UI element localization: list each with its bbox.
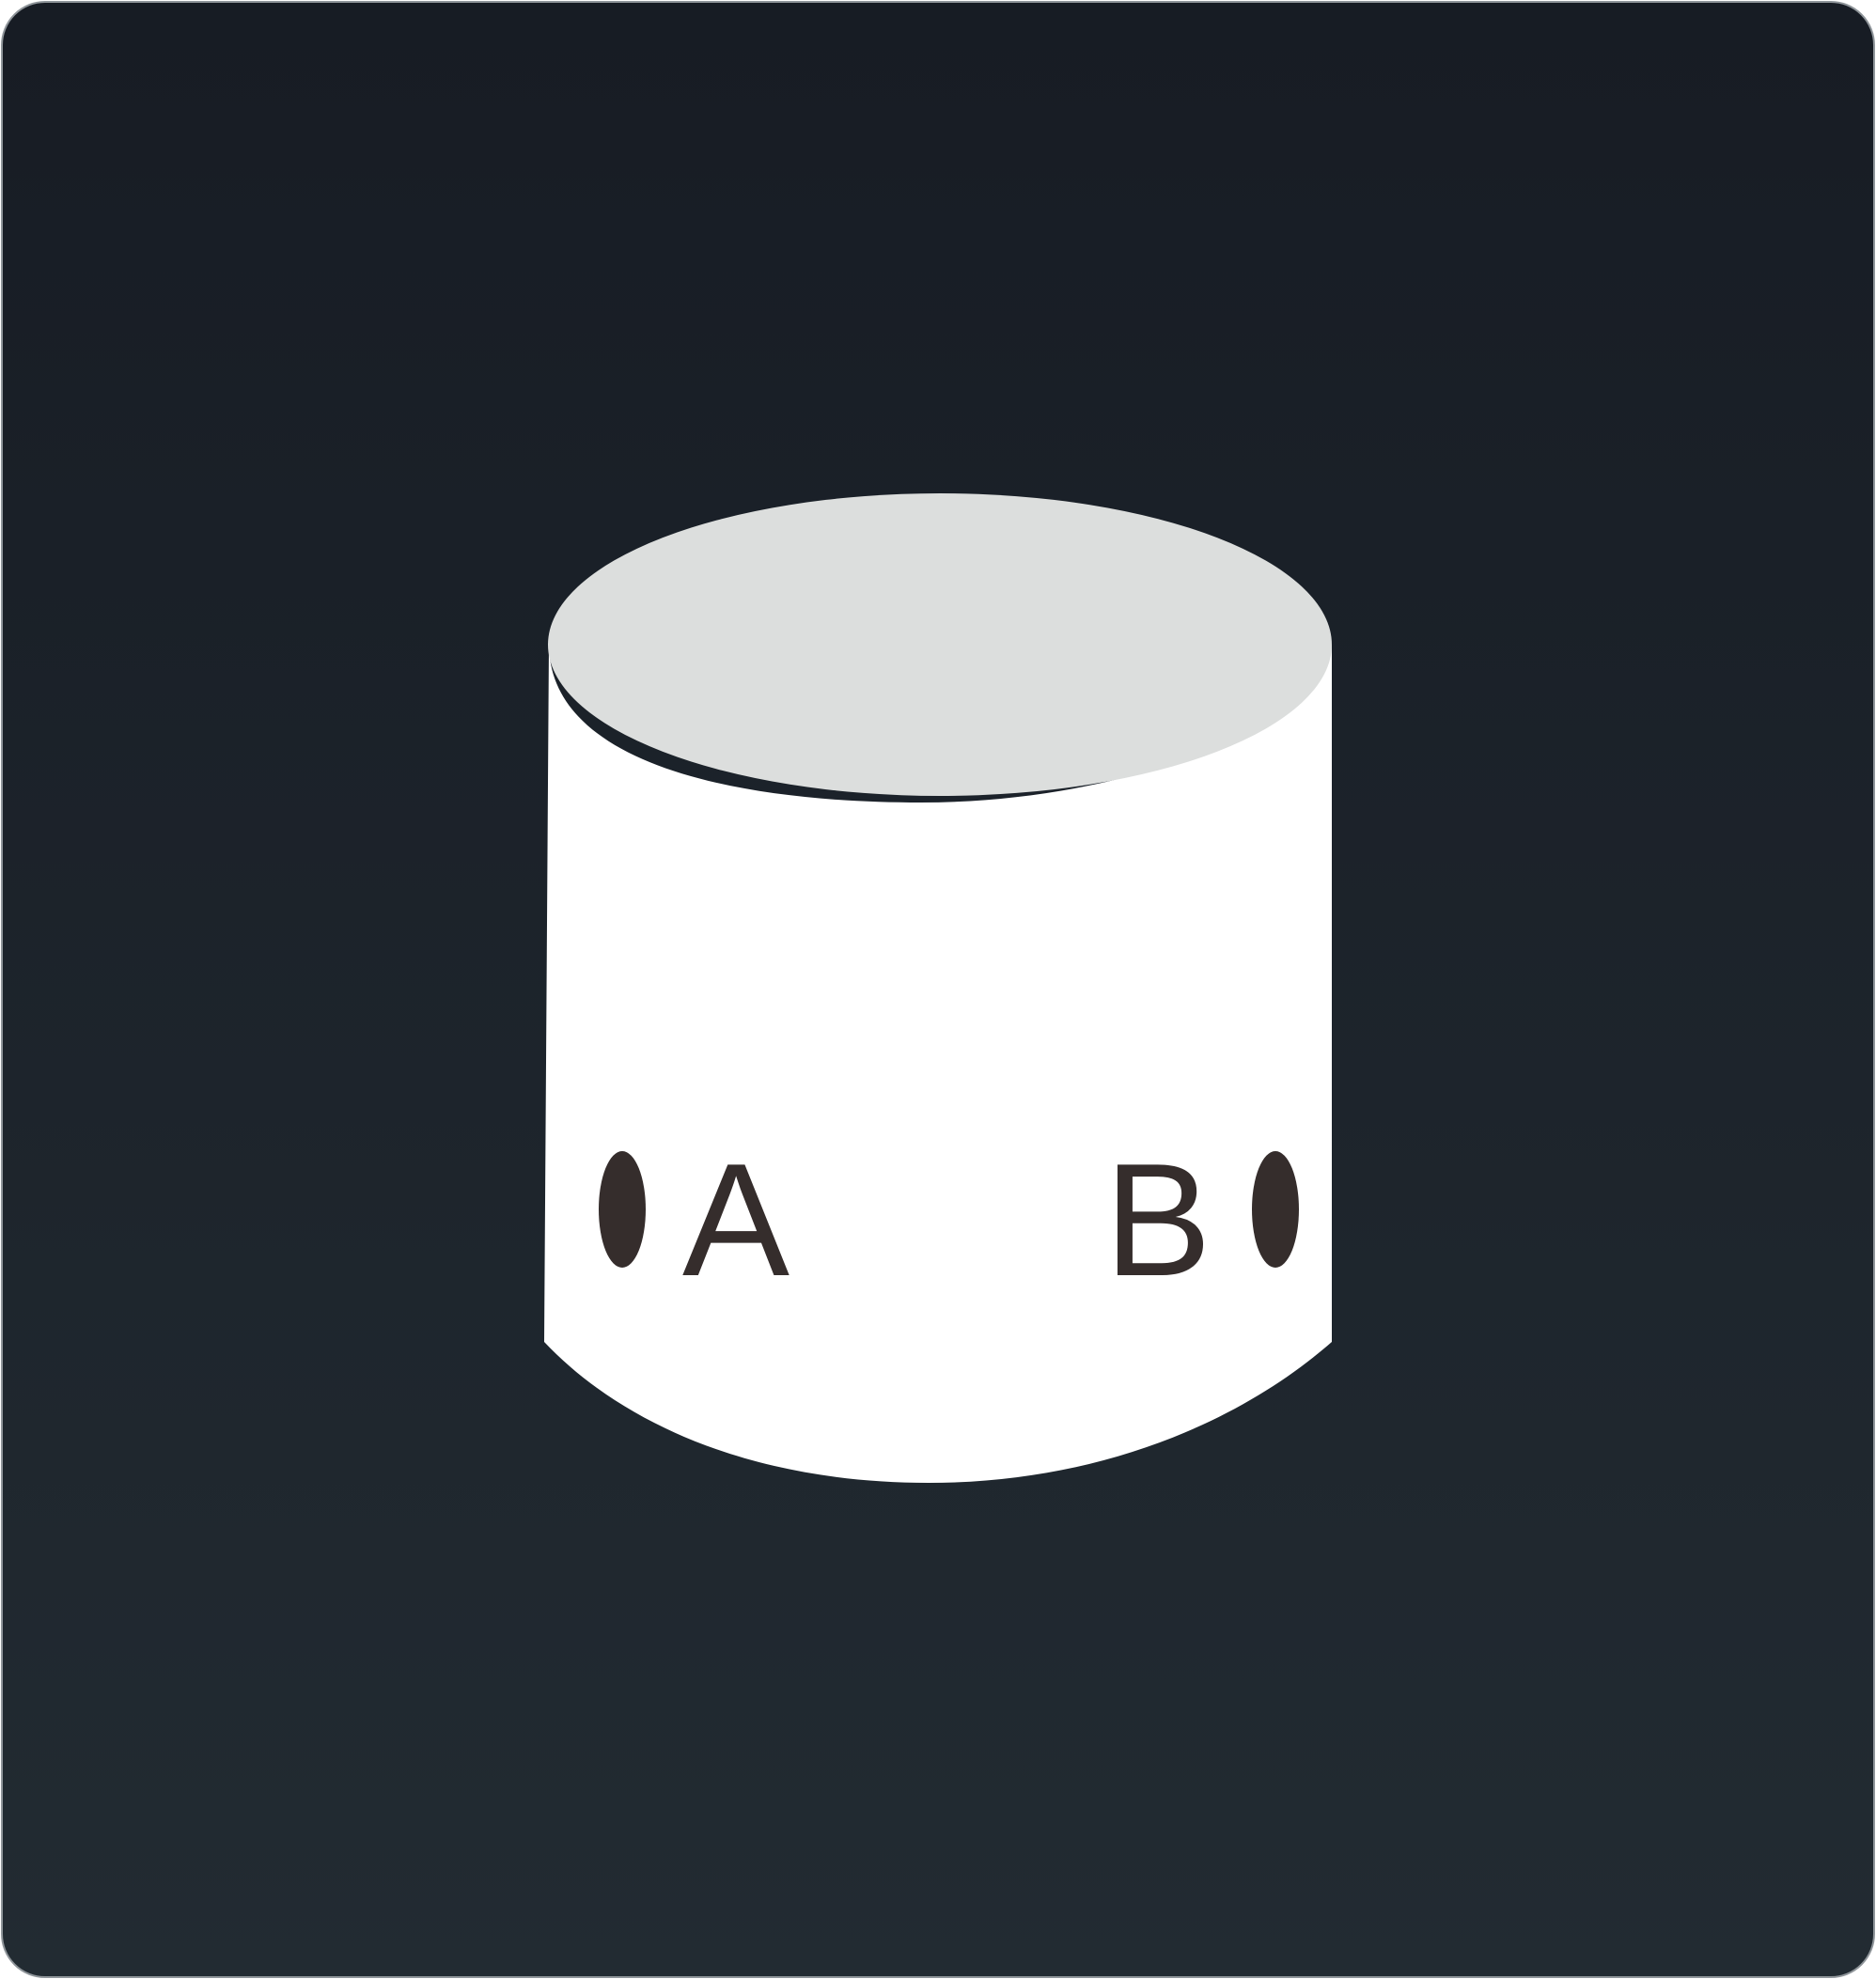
marker-a-ellipse-icon <box>599 1151 646 1268</box>
marker-b-ellipse-icon <box>1252 1151 1299 1268</box>
label-a: A <box>682 1130 789 1310</box>
cylinder-body <box>544 644 1332 1483</box>
label-b: B <box>1104 1130 1212 1310</box>
cylinder-top-ellipse <box>548 493 1332 796</box>
